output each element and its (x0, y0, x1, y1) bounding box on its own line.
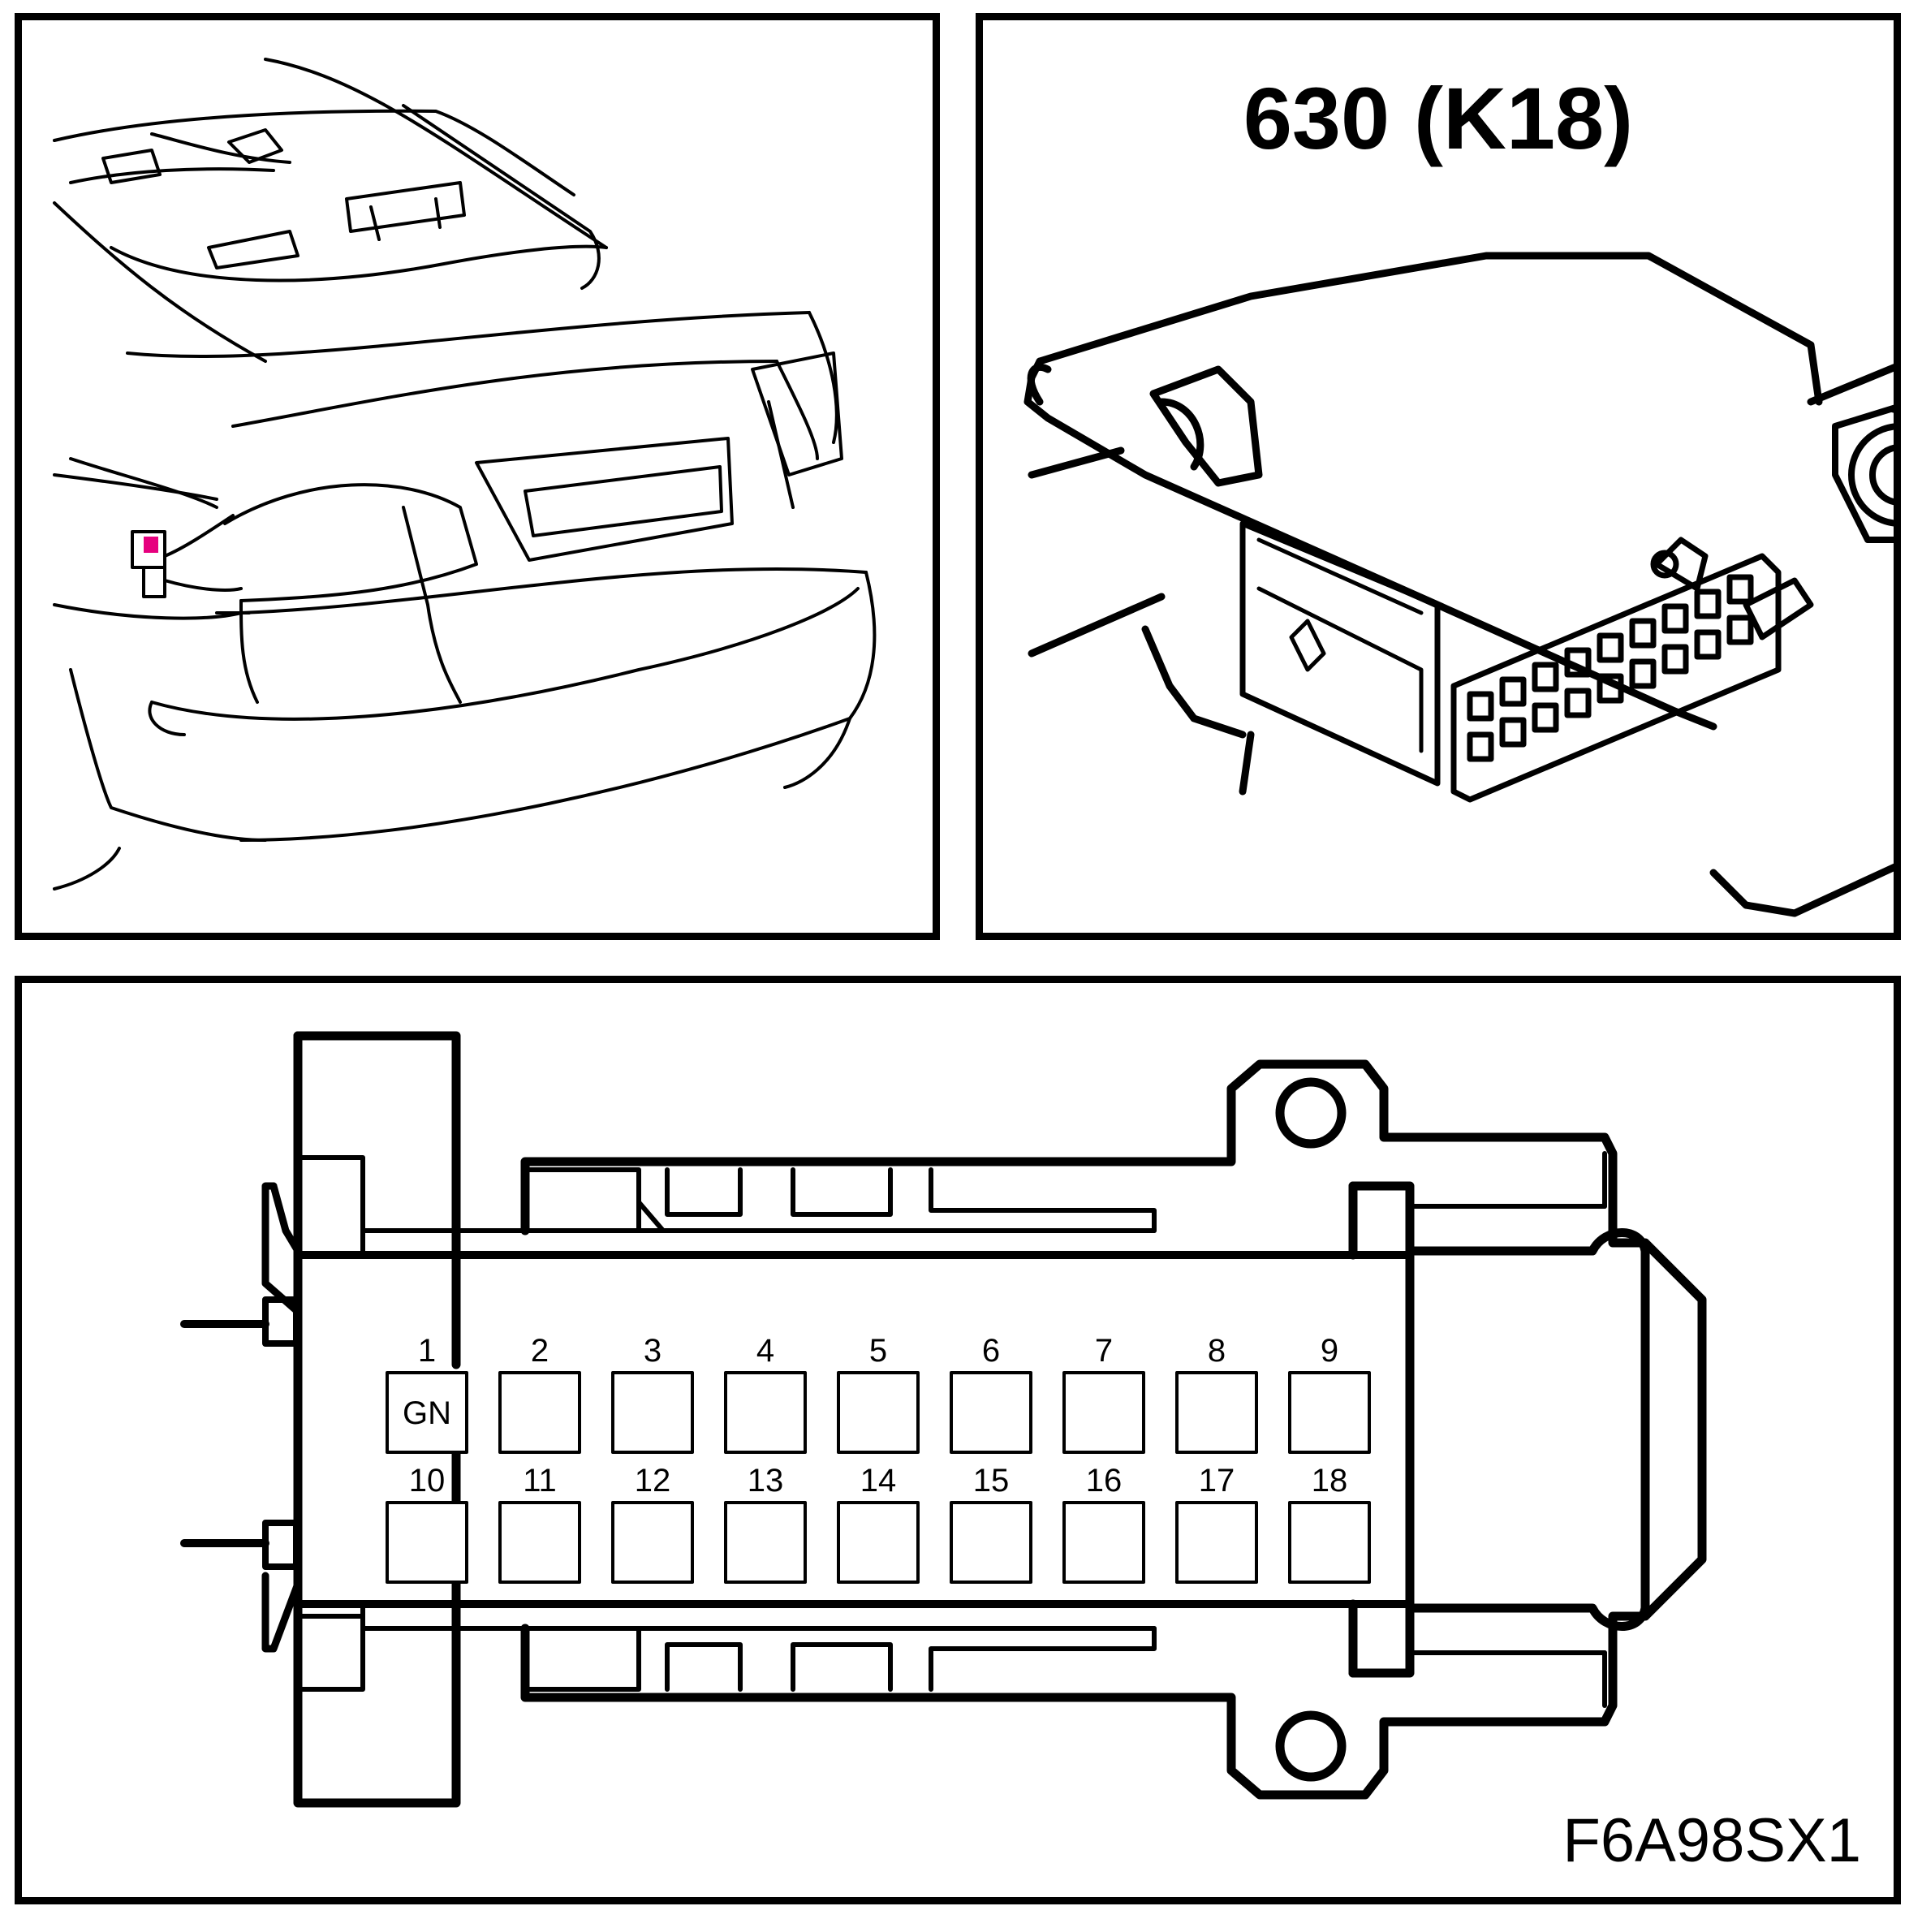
pin-cavity: 14 (837, 1463, 920, 1584)
pin-box (724, 1371, 807, 1454)
pin-cavity: 1GN (386, 1333, 468, 1454)
pin-cavity: 18 (1288, 1463, 1371, 1584)
pin-box (498, 1371, 581, 1454)
pin-cavity: 15 (950, 1463, 1032, 1584)
pin-box (611, 1501, 694, 1584)
pin-number: 12 (635, 1463, 671, 1499)
pin-box (1175, 1371, 1258, 1454)
pin-box (498, 1501, 581, 1584)
pin-cavity: 2 (498, 1333, 581, 1454)
pin-number: 18 (1312, 1463, 1348, 1499)
pin-cavity: 7 (1062, 1333, 1145, 1454)
pin-box (386, 1501, 468, 1584)
pin-cavity: 6 (950, 1333, 1032, 1454)
pin-box (386, 1371, 468, 1454)
pin-box (1288, 1371, 1371, 1454)
pin-cavity: 11 (498, 1463, 581, 1584)
pin-box (611, 1371, 694, 1454)
pin-cavity: 16 (1062, 1463, 1145, 1584)
pin-number: 5 (869, 1333, 887, 1369)
car-location-panel (15, 13, 940, 940)
pin-cavity: 10 (386, 1463, 468, 1584)
pin-box (837, 1371, 920, 1454)
pin-number: 3 (644, 1333, 661, 1369)
pin-number: 1 (418, 1333, 436, 1369)
pin-cavity: 12 (611, 1463, 694, 1584)
pin-box (950, 1371, 1032, 1454)
connector-locator-marker (144, 537, 158, 553)
pin-wire-color: GN (403, 1395, 451, 1431)
pin-number: 4 (756, 1333, 774, 1369)
connector-title: 630 (K18) (1243, 69, 1634, 167)
pin-number: 15 (973, 1463, 1010, 1499)
pin-box (1062, 1501, 1145, 1584)
pin-box (1062, 1371, 1145, 1454)
pin-number: 11 (523, 1463, 557, 1499)
connector-face-drawing: 1GN 2 3 4 5 6 7 8 9 10 11 12 13 14 15 16 17 18 (180, 1031, 1707, 1808)
pin-number: 14 (860, 1463, 897, 1499)
figure-id: F6A98SX1 (1562, 1806, 1861, 1875)
pin-number: 7 (1095, 1333, 1113, 1369)
pin-cavity: 17 (1175, 1463, 1258, 1584)
car-rear-illustration (53, 58, 877, 891)
pin-number: 9 (1321, 1333, 1338, 1369)
pin-number: 6 (982, 1333, 1000, 1369)
pin-cavity: 13 (724, 1463, 807, 1584)
pin-box (837, 1501, 920, 1584)
pin-box (1288, 1501, 1371, 1584)
pin-cavity: 4 (724, 1333, 807, 1454)
pin-number: 2 (531, 1333, 549, 1369)
connector-3d-illustration (1023, 252, 1894, 917)
pin-cavity: 5 (837, 1333, 920, 1454)
pin-number: 8 (1208, 1333, 1226, 1369)
pin-number: 17 (1199, 1463, 1235, 1499)
pin-cavity: 8 (1175, 1333, 1258, 1454)
pin-number: 16 (1086, 1463, 1123, 1499)
pin-number: 13 (748, 1463, 784, 1499)
pin-box (724, 1501, 807, 1584)
pin-number: 10 (409, 1463, 446, 1499)
pin-cavity: 3 (611, 1333, 694, 1454)
connector-view-panel: 630 (K18) (976, 13, 1901, 940)
pin-box (950, 1501, 1032, 1584)
pin-box (1175, 1501, 1258, 1584)
pin-grid: 1GN 2 3 4 5 6 7 8 9 10 11 12 13 14 15 16 17 18 (386, 1333, 1371, 1584)
pin-cavity: 9 (1288, 1333, 1371, 1454)
